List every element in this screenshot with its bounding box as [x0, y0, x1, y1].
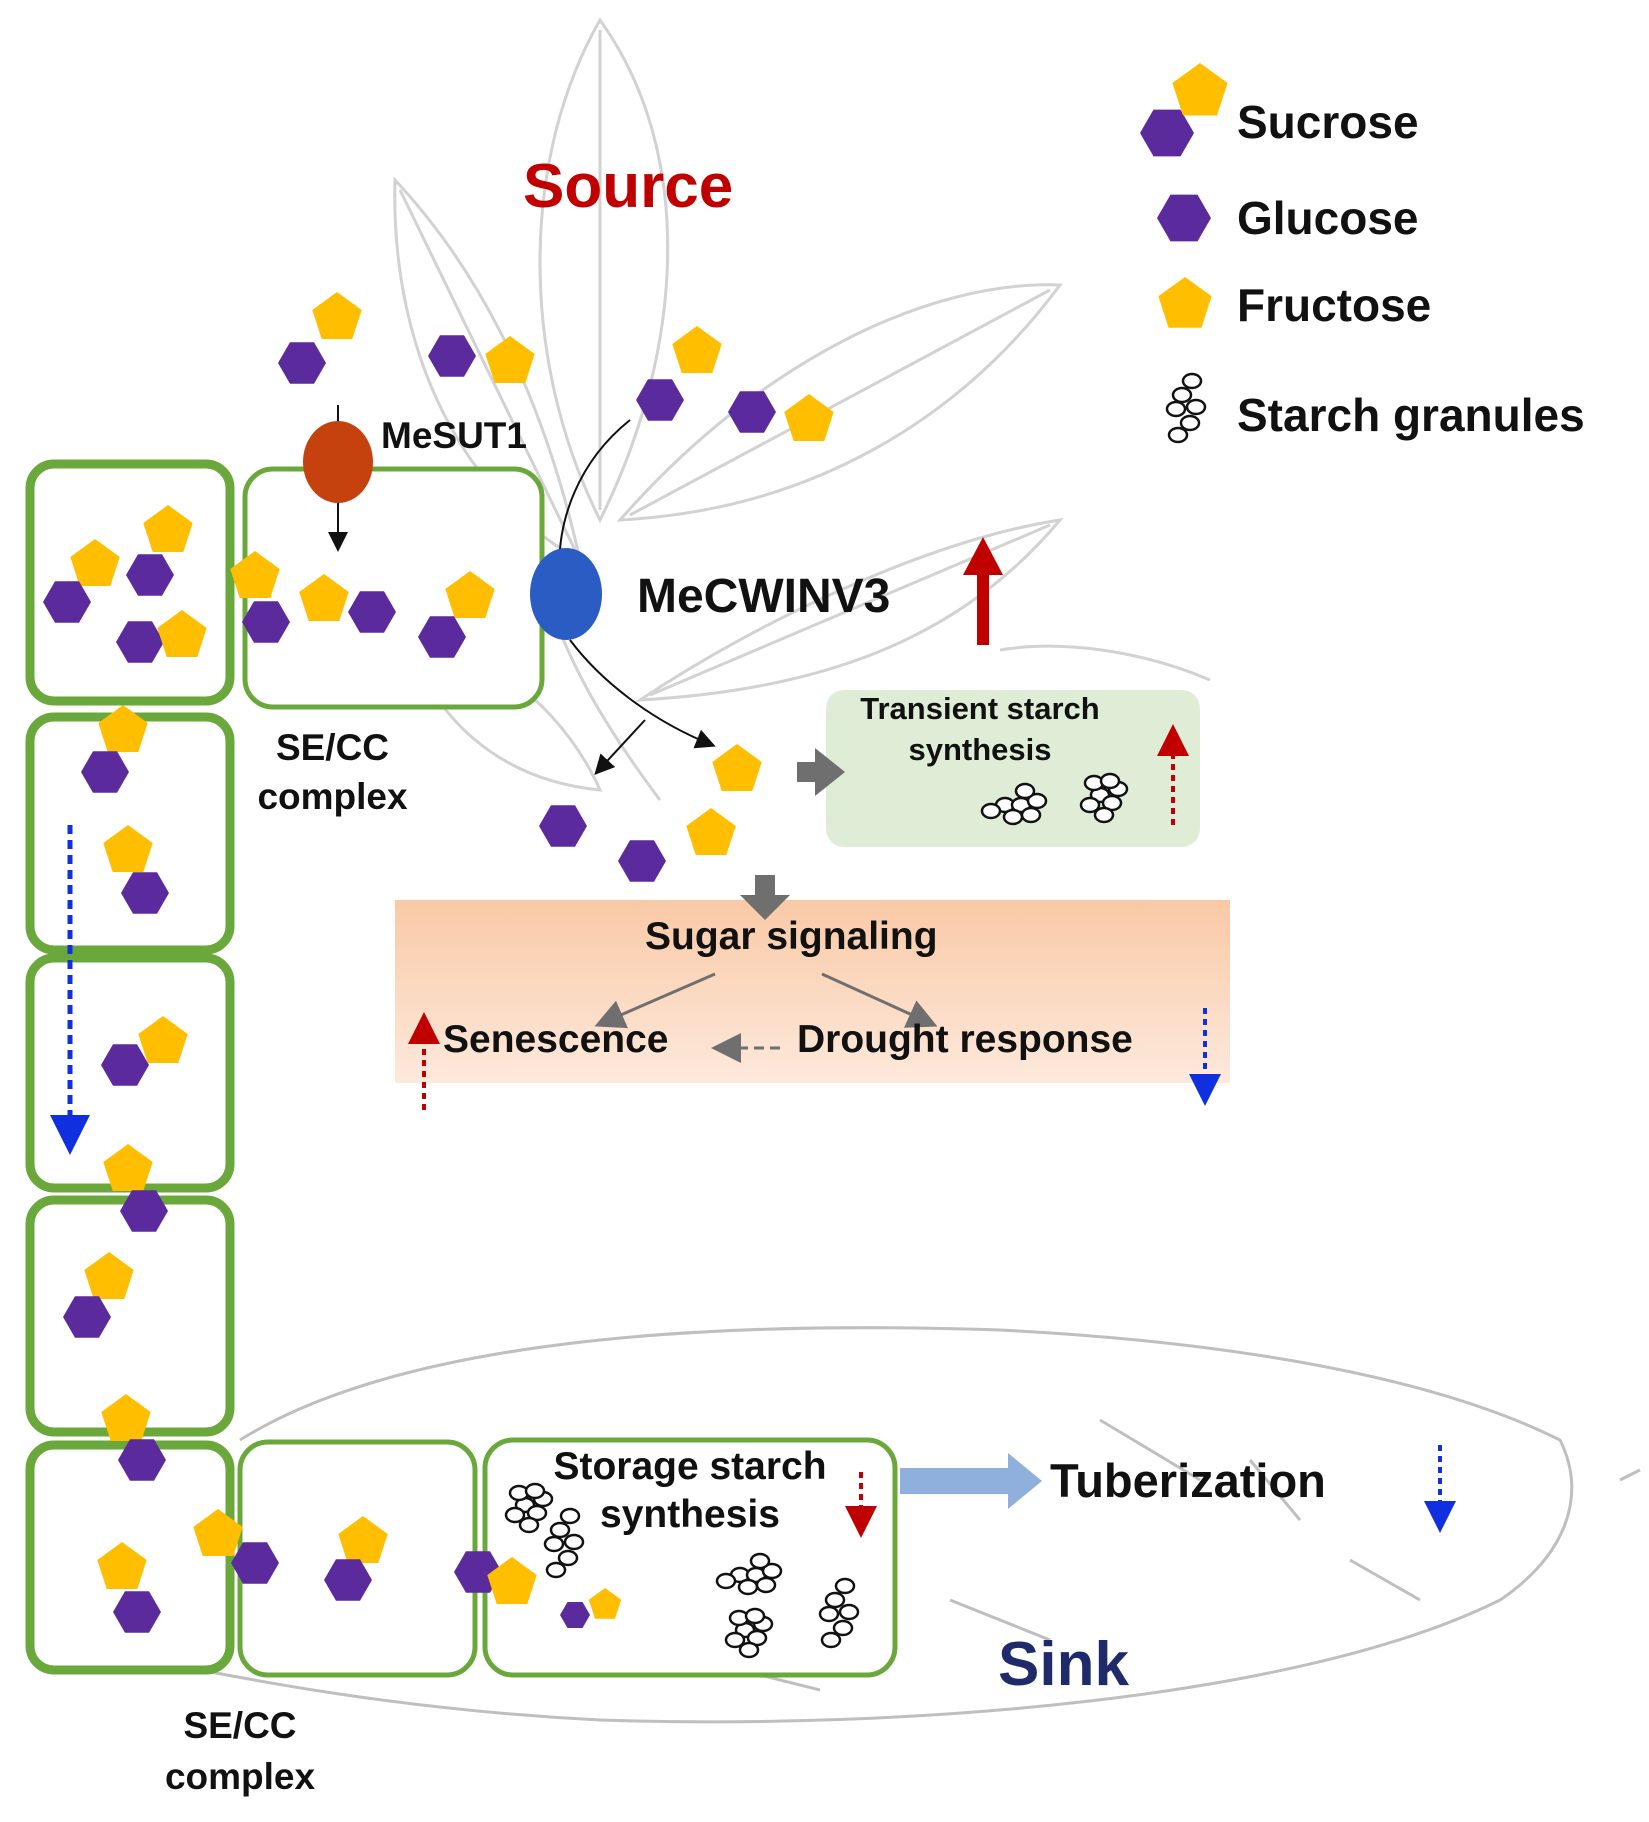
se-cc-cell-top [242, 466, 545, 710]
mecwinv3-up-arrow [963, 537, 1003, 645]
glucose-icon [126, 554, 174, 596]
glucose-icon [618, 840, 666, 882]
glucose-icon [63, 1296, 111, 1338]
glucose-icon [120, 1190, 168, 1232]
signal-to-senescence-arrow [594, 972, 716, 1029]
fructose-icon [84, 1252, 134, 1299]
sugar-molecules [43, 63, 1228, 1633]
invertase-out-arrow-fructose [569, 639, 716, 749]
secc-bottom-line2: complex [164, 1756, 316, 1798]
fructose-icon [98, 705, 148, 752]
starch-granule-cluster [715, 1552, 783, 1596]
glucose-icon [121, 872, 169, 914]
storage-starch-label: Storage starch synthesis [530, 1445, 850, 1536]
invertase-out-arrow-glucose [594, 719, 646, 775]
starch-granule-cluster [980, 782, 1048, 826]
fructose-icon [193, 1509, 243, 1556]
glucose-icon [428, 335, 476, 377]
fructose-icon [157, 610, 207, 657]
tuber-illustration [149, 1326, 1641, 1724]
starch-granules-group [504, 372, 1207, 1659]
mecwinv3-enzyme [530, 548, 602, 640]
to-signaling-arrow [740, 875, 790, 920]
glucose-icon [1157, 194, 1211, 242]
glucose-icon [418, 616, 466, 658]
glucose-icon [231, 1542, 279, 1584]
starch-granule-cluster [818, 1577, 860, 1649]
mesut1-label: MeSUT1 [381, 415, 527, 456]
glucose-icon [560, 1602, 590, 1628]
glucose-icon [242, 601, 290, 643]
fructose-icon [672, 326, 722, 373]
fructose-icon [686, 808, 736, 855]
glucose-icon [116, 621, 164, 663]
starch-granule-cluster [543, 1507, 585, 1579]
glucose-icon [348, 591, 396, 633]
signal-to-drought-arrow [821, 972, 938, 1028]
fructose-icon [70, 539, 120, 586]
glucose-icon [539, 805, 587, 847]
storage-line2: synthesis [600, 1492, 780, 1536]
fructose-icon [103, 1144, 153, 1191]
secc-top-line1: SE/CC [275, 727, 390, 768]
transient-line2: synthesis [908, 731, 1052, 767]
starch-granule-cluster [1079, 772, 1129, 824]
glucose-icon [728, 391, 776, 433]
senescence-label: Senescence [443, 1018, 669, 1061]
drought-response-label: Drought response [797, 1018, 1133, 1061]
glucose-icon [113, 1591, 161, 1633]
secc-bottom-label: SE/CC complex [140, 1705, 340, 1798]
fructose-icon [338, 1516, 388, 1563]
fructose-icon [588, 1588, 622, 1619]
legend-glucose-label: Glucose [1237, 192, 1419, 244]
leaf-illustration [393, 17, 1211, 801]
mesut1-transporter [303, 421, 373, 503]
fructose-icon [312, 292, 362, 339]
mecwinv3-label: MeCWINV3 [637, 570, 891, 623]
glucose-icon [278, 342, 326, 384]
starch-granule-cluster [504, 1482, 554, 1534]
to-transient-arrow [797, 748, 845, 796]
fructose-icon [143, 505, 193, 552]
fructose-icon [485, 336, 535, 383]
glucose-icon [43, 581, 91, 623]
secc-bottom-line1: SE/CC [183, 1705, 297, 1746]
legend-fructose-label: Fructose [1237, 279, 1432, 331]
starch-granule-cluster [724, 1607, 774, 1659]
starch-icon [1165, 372, 1207, 444]
transient-line1: Transient starch [860, 691, 1100, 726]
fructose-icon [712, 744, 762, 791]
storage-line1: Storage starch [553, 1445, 827, 1488]
fructose-icon [230, 551, 280, 598]
fructose-icon [445, 571, 495, 618]
fructose-icon [784, 394, 834, 441]
legend-starch-label: Starch granules [1237, 389, 1585, 441]
secc-top-label: SE/CC complex [240, 727, 425, 818]
glucose-icon [1140, 109, 1194, 157]
fructose-icon [1172, 63, 1228, 116]
sugar-signaling-box [395, 900, 1230, 1083]
to-tuberization-arrow [900, 1453, 1042, 1509]
fructose-icon [1158, 277, 1212, 328]
fructose-icon [487, 1557, 537, 1604]
glucose-icon [118, 1439, 166, 1481]
tuberization-label: Tuberization [1050, 1454, 1326, 1507]
transient-starch-label: Transient starch synthesis [830, 691, 1130, 767]
glucose-icon [101, 1044, 149, 1086]
glucose-icon [636, 379, 684, 421]
glucose-icon [81, 751, 129, 793]
source-title: Source [523, 152, 734, 221]
fructose-icon [97, 1542, 147, 1589]
fructose-icon [101, 1394, 151, 1441]
sugar-signaling-label: Sugar signaling [645, 915, 938, 958]
sink-label: Sink [998, 1630, 1129, 1699]
fructose-icon [138, 1016, 188, 1063]
fructose-icon [103, 825, 153, 872]
glucose-icon [324, 1559, 372, 1601]
secc-top-line2: complex [257, 776, 408, 818]
legend-sucrose-label: Sucrose [1237, 96, 1419, 148]
fructose-icon [299, 574, 349, 621]
